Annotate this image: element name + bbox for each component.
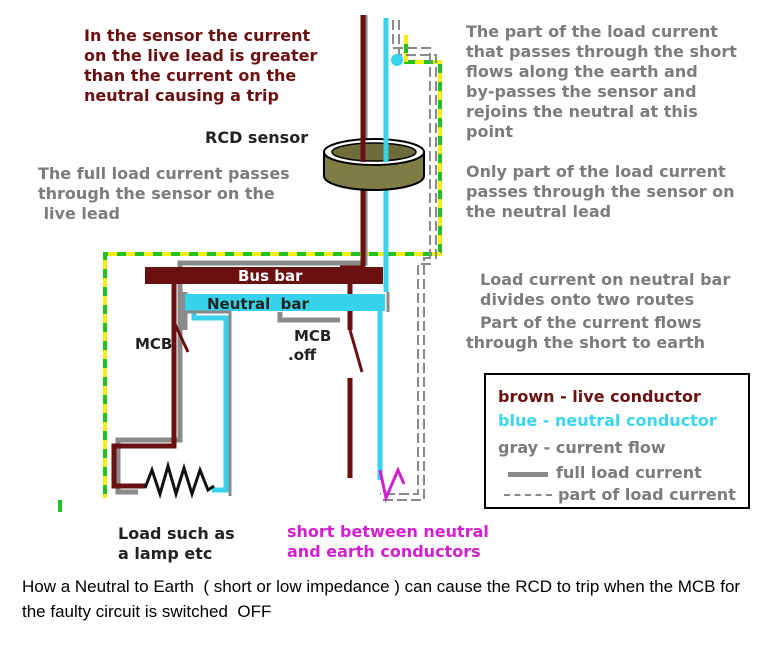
legend-part: part of load current xyxy=(558,485,736,504)
short-label-2: and earth conductors xyxy=(287,542,481,561)
legend-brown: brown - live conductor xyxy=(498,387,701,406)
legend-part-line xyxy=(504,494,552,496)
neutral-bar xyxy=(185,294,385,311)
load-label-2: a lamp etc xyxy=(118,544,213,563)
caption: How a Neutral to Earth ( short or low im… xyxy=(22,577,745,621)
short-fault-symbol xyxy=(378,466,406,503)
mcb-off-label-2: .off xyxy=(288,346,317,364)
only-part-line-1: Only part of the load current xyxy=(466,162,726,181)
neutral-bar-flow xyxy=(180,292,390,496)
bus-bar xyxy=(145,267,383,284)
full-load-line-1: The full load current passes xyxy=(38,164,290,183)
bus-bar-label: Bus bar xyxy=(238,267,303,285)
earth-part-line-4: by-passes the sensor and xyxy=(466,82,697,101)
load-divides-line-1: Load current on neutral bar xyxy=(480,270,731,289)
full-load-line-3: live lead xyxy=(38,204,120,223)
mcb-off-switch xyxy=(348,329,364,373)
rcd-sensor-core xyxy=(323,100,425,191)
earth-part-line-6: point xyxy=(466,122,513,141)
legend-full: full load current xyxy=(556,463,702,482)
mcb-off-label-1: MCB xyxy=(294,327,332,345)
load-label-1: Load such as xyxy=(118,524,235,543)
only-part-line-3: the neutral lead xyxy=(466,202,612,221)
earth-part-line-1: The part of the load current xyxy=(466,22,718,41)
load-divides-line-2: divides onto two routes xyxy=(480,290,695,309)
mcb-label: MCB xyxy=(135,335,173,353)
load-divides-line-3: Part of the current flows xyxy=(480,313,702,332)
short-label-1: short between neutral xyxy=(287,522,489,541)
earth-rejoin-point xyxy=(391,54,403,66)
legend: brown - live conductor blue - neutral co… xyxy=(484,373,750,509)
rcd-sensor-label: RCD sensor xyxy=(205,128,309,147)
sensor-trip-line-1: In the sensor the current xyxy=(84,26,311,45)
load-resistor xyxy=(143,460,215,500)
sensor-trip-line-4: neutral causing a trip xyxy=(84,86,279,105)
earth-part-line-5: rejoins the neutral at this xyxy=(466,102,698,121)
neutral-bar-label: Neutral bar xyxy=(207,295,309,313)
legend-blue: blue - neutral conductor xyxy=(498,411,717,430)
full-load-line-2: through the sensor on the xyxy=(38,184,275,203)
mcb-switch xyxy=(172,321,190,353)
only-part-line-2: passes through the sensor on xyxy=(466,182,735,201)
earth-conductor xyxy=(58,35,442,512)
load-divides-line-4: through the short to earth xyxy=(466,333,705,352)
sensor-trip-line-3: than the current on the xyxy=(84,66,297,85)
earth-part-line-2: that passes through the short xyxy=(466,42,737,61)
legend-gray: gray - current flow xyxy=(498,438,666,457)
legend-full-line xyxy=(508,472,548,477)
earth-part-line-3: flows along the earth and xyxy=(466,62,698,81)
sensor-trip-line-2: on the live lead is greater xyxy=(84,46,318,65)
